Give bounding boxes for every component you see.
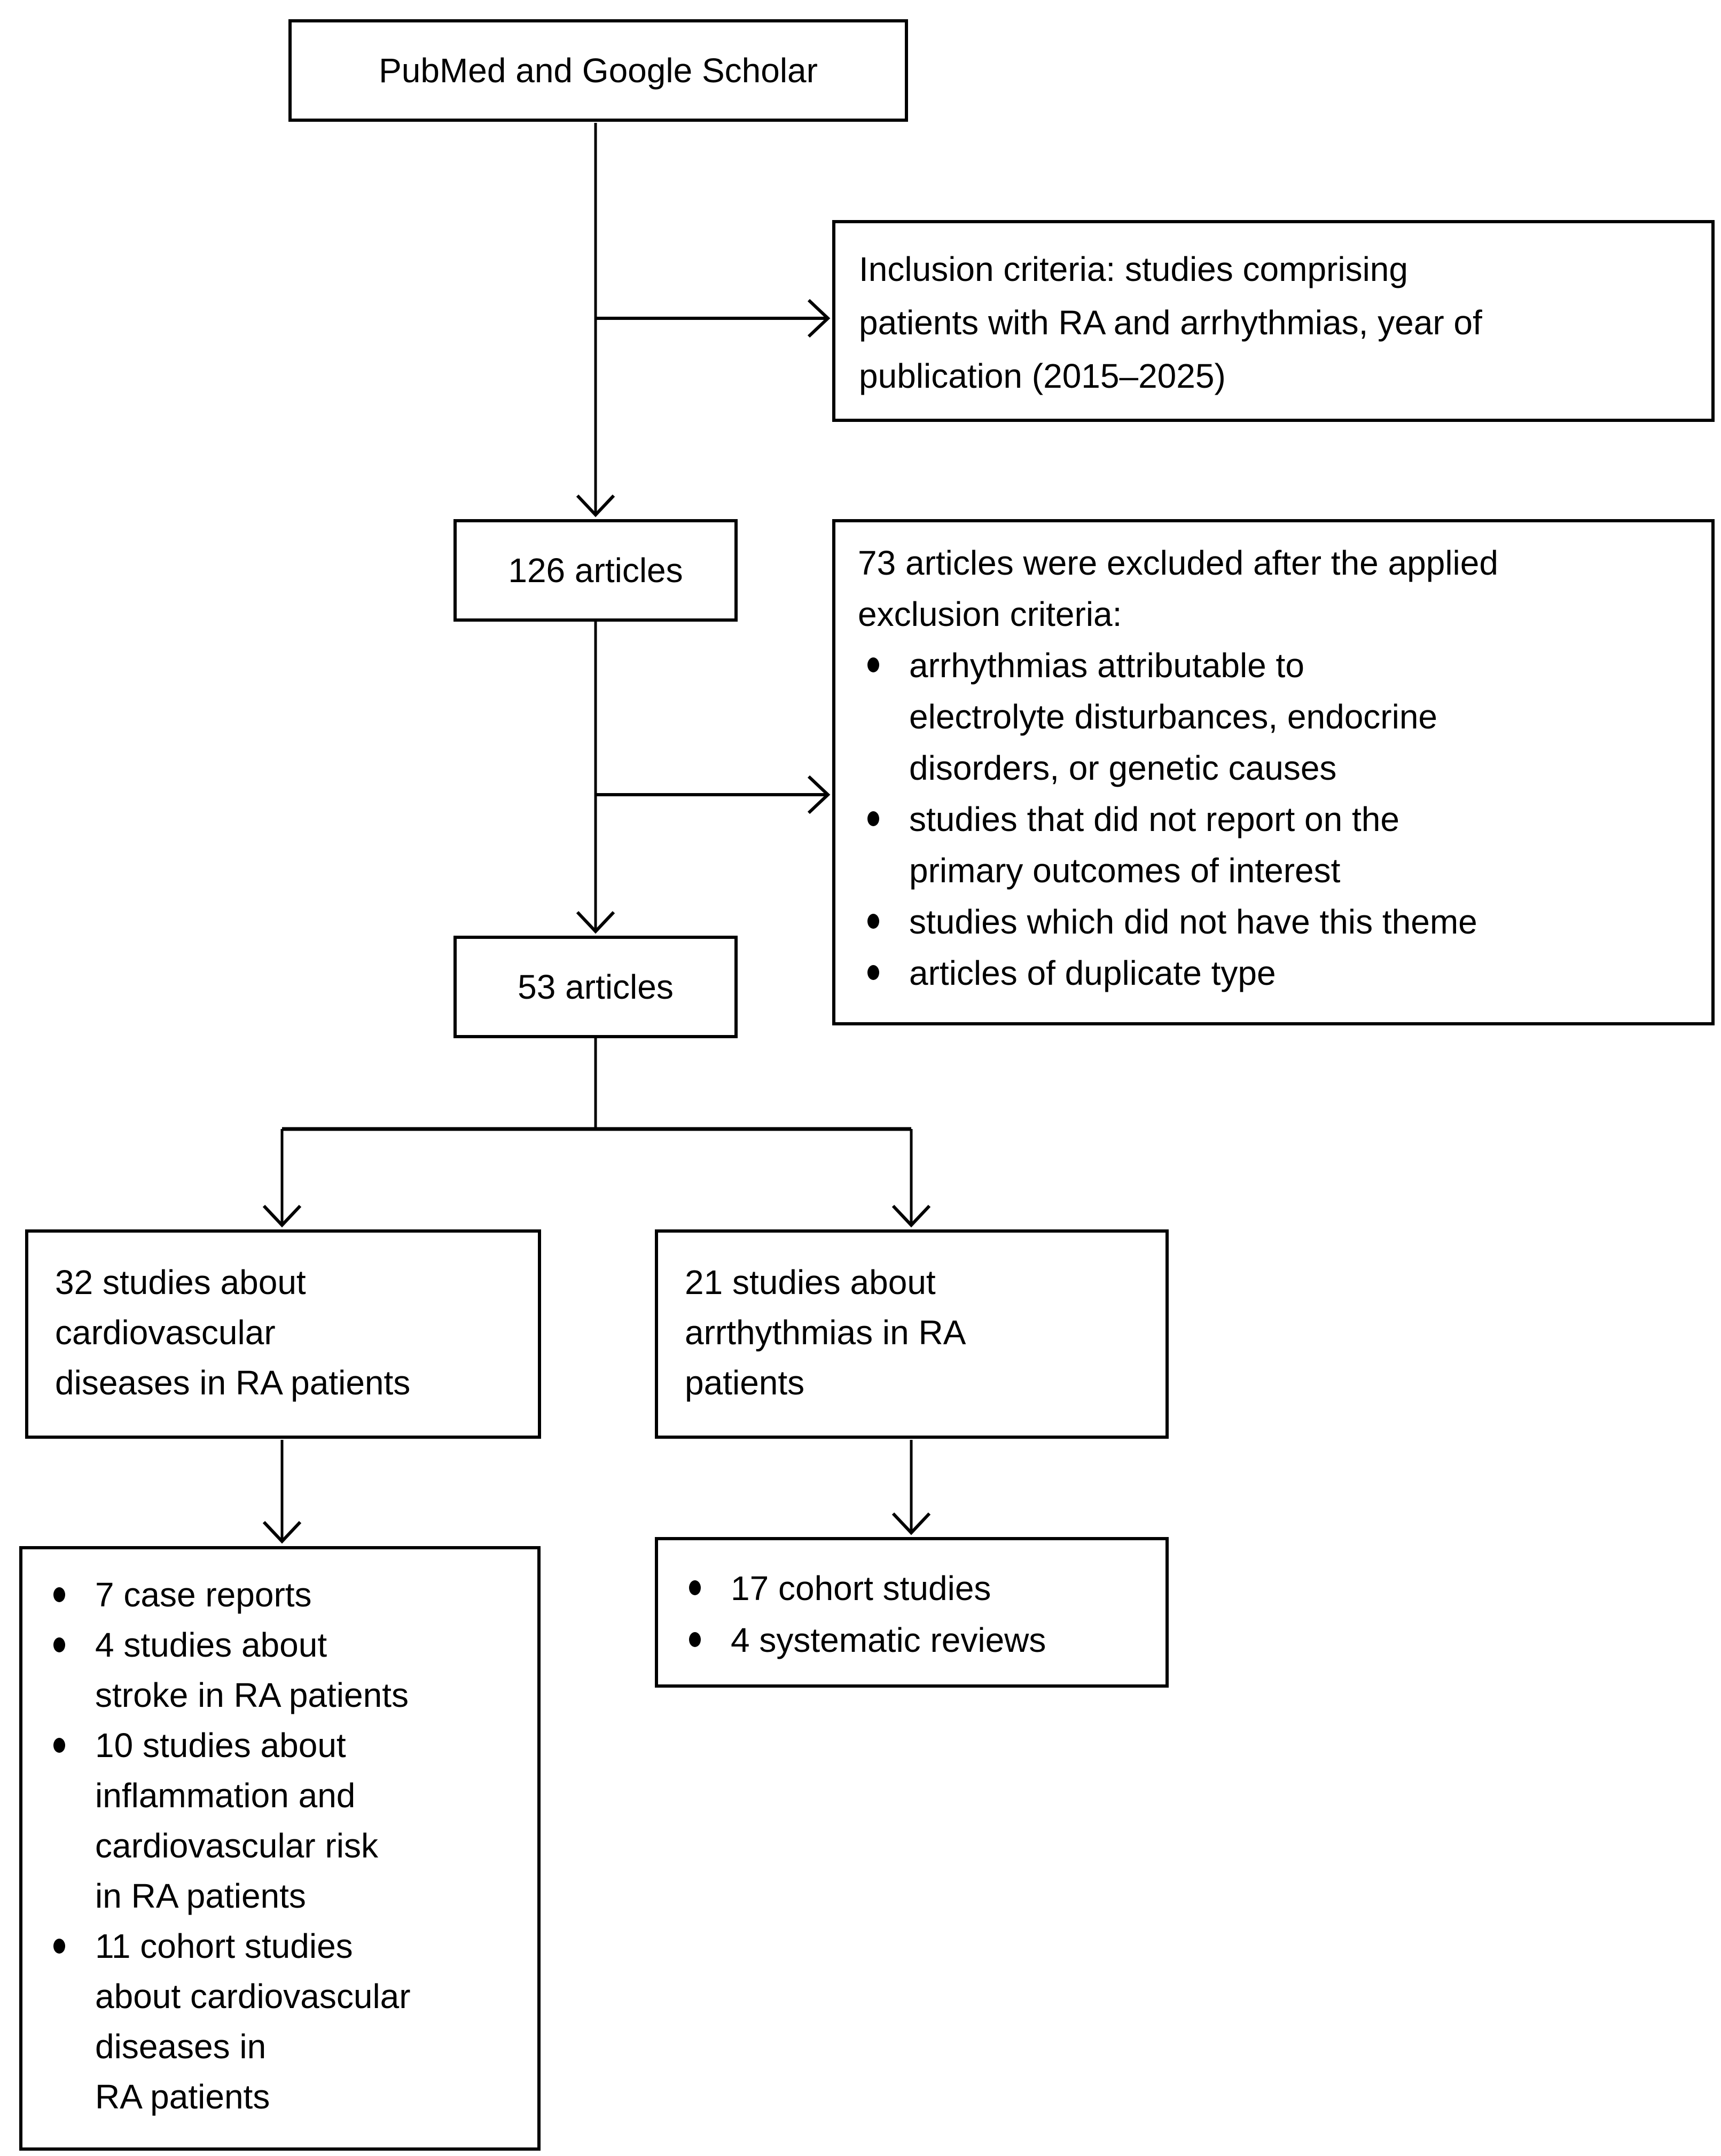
bullet-item: 7 case reports bbox=[44, 1570, 521, 1620]
bullet-item: articles of duplicate type bbox=[858, 947, 1689, 999]
cv-studies-box: 32 studies about cardiovascular diseases… bbox=[25, 1229, 541, 1439]
bullet-dot-icon bbox=[867, 657, 879, 672]
bullet-dot-icon bbox=[53, 1738, 65, 1753]
exclusion-criteria-box: 73 articles were excluded after the appl… bbox=[832, 519, 1715, 1025]
bullet-text: studies which did not have this theme bbox=[909, 903, 1477, 941]
inclusion-criteria-box: Inclusion criteria: studies comprising p… bbox=[832, 220, 1715, 422]
articles-126-box: 126 articles bbox=[453, 519, 738, 622]
exclusion-heading: 73 articles were excluded after the appl… bbox=[858, 544, 1498, 633]
bullet-item: 10 studies about inflammation and cardio… bbox=[44, 1720, 521, 1921]
bullet-dot-icon bbox=[867, 914, 879, 929]
bullet-text: 4 systematic reviews bbox=[731, 1621, 1046, 1659]
bullet-text: studies that did not report on the prima… bbox=[909, 800, 1399, 890]
articles-53-label: 53 articles bbox=[518, 968, 674, 1006]
bullet-dot-icon bbox=[867, 965, 879, 980]
bullet-text: arrhythmias attributable to electrolyte … bbox=[909, 646, 1437, 787]
bullet-dot-icon bbox=[689, 1632, 701, 1647]
cv-breakdown-bullet-list: 7 case reports 4 studies about stroke in … bbox=[44, 1570, 521, 2122]
bullet-dot-icon bbox=[689, 1580, 701, 1595]
inclusion-criteria-text: Inclusion criteria: studies comprising p… bbox=[859, 250, 1482, 395]
bullet-text: 4 studies about stroke in RA patients bbox=[95, 1626, 409, 1714]
bullet-text: 17 cohort studies bbox=[731, 1569, 991, 1608]
bullet-dot-icon bbox=[867, 811, 879, 826]
source-box: PubMed and Google Scholar bbox=[288, 19, 908, 122]
bullet-item: 4 systematic reviews bbox=[679, 1614, 1149, 1666]
bullet-item: 17 cohort studies bbox=[679, 1563, 1149, 1614]
articles-53-box: 53 articles bbox=[453, 936, 738, 1038]
bullet-text: 7 case reports bbox=[95, 1575, 312, 1614]
source-label: PubMed and Google Scholar bbox=[379, 51, 818, 90]
arrhythmia-breakdown-bullet-list: 17 cohort studies 4 systematic reviews bbox=[679, 1563, 1149, 1666]
bullet-text: 11 cohort studies about cardiovascular d… bbox=[95, 1927, 411, 2116]
arrhythmia-studies-box: 21 studies about arrthythmias in RA pati… bbox=[655, 1229, 1169, 1439]
bullet-text: articles of duplicate type bbox=[909, 954, 1276, 992]
bullet-dot-icon bbox=[53, 1637, 65, 1652]
exclusion-bullet-list: arrhythmias attributable to electrolyte … bbox=[858, 640, 1689, 999]
bullet-item: studies which did not have this theme bbox=[858, 896, 1689, 947]
bullet-text: 10 studies about inflammation and cardio… bbox=[95, 1726, 378, 1915]
arrhythmia-studies-text: 21 studies about arrthythmias in RA pati… bbox=[685, 1263, 966, 1402]
bullet-item: 4 studies about stroke in RA patients bbox=[44, 1620, 521, 1720]
bullet-dot-icon bbox=[53, 1939, 65, 1954]
bullet-item: 11 cohort studies about cardiovascular d… bbox=[44, 1921, 521, 2122]
cv-studies-text: 32 studies about cardiovascular diseases… bbox=[55, 1263, 411, 1402]
bullet-item: studies that did not report on the prima… bbox=[858, 794, 1689, 896]
bullet-dot-icon bbox=[53, 1587, 65, 1602]
arrhythmia-breakdown-box: 17 cohort studies 4 systematic reviews bbox=[655, 1537, 1169, 1688]
bullet-item: arrhythmias attributable to electrolyte … bbox=[858, 640, 1689, 794]
cv-breakdown-box: 7 case reports 4 studies about stroke in … bbox=[19, 1546, 541, 2151]
articles-126-label: 126 articles bbox=[508, 551, 683, 590]
